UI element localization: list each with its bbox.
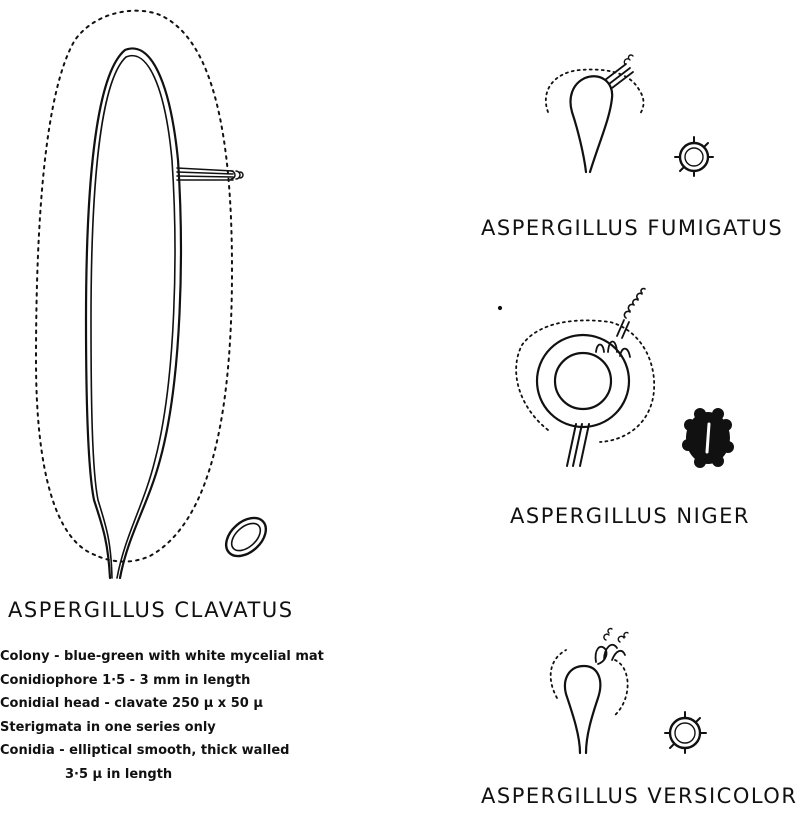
clavatus-drawing [36, 11, 273, 578]
description-line-conidia-length: 3·5 µ in length [0, 763, 324, 787]
fumigatus-drawing [546, 55, 713, 176]
versicolor-stipe [565, 666, 600, 753]
fumigatus-sterigmata [605, 64, 633, 88]
clavatus-description: Colony - blue-green with white mycelial … [0, 645, 324, 786]
clavatus-sterigmata [177, 168, 233, 180]
fumigatus-title: ASPERGILLUS FUMIGATUS [481, 216, 783, 240]
clavatus-conidia-chain [231, 171, 243, 179]
clavatus-dotted-outline [36, 11, 232, 562]
fumigatus-conidia-chain [624, 55, 633, 64]
niger-stray-dot [498, 306, 501, 309]
clavatus-conidium-inner [227, 518, 266, 556]
versicolor-conidium-inner [675, 723, 695, 743]
clavatus-head-outer [86, 48, 181, 578]
versicolor-drawing [551, 628, 706, 753]
niger-title: ASPERGILLUS NIGER [510, 504, 750, 528]
clavatus-conidium-outer [219, 510, 273, 563]
niger-vesicle [555, 353, 611, 409]
description-line-conidial-head: Conidial head - clavate 250 µ x 50 µ [0, 692, 324, 716]
niger-conidium-split [707, 424, 709, 452]
description-line-sterigmata: Sterigmata in one series only [0, 716, 324, 740]
versicolor-sterigmata [596, 645, 625, 664]
niger-drawing [498, 288, 734, 468]
description-line-conidiophore: Conidiophore 1·5 - 3 mm in length [0, 669, 324, 693]
versicolor-title: ASPERGILLUS VERSICOLOR [481, 784, 797, 808]
description-line-conidia: Conidia - elliptical smooth, thick walle… [0, 739, 324, 763]
fumigatus-conidium-spines [675, 137, 713, 176]
clavatus-title: ASPERGILLUS CLAVATUS [8, 598, 294, 622]
niger-head-outer [537, 335, 629, 427]
versicolor-conidia-chain [604, 628, 628, 642]
clavatus-head-inner [91, 56, 175, 578]
description-line-colony: Colony - blue-green with white mycelial … [0, 645, 324, 669]
fumigatus-conidium-inner [685, 148, 703, 166]
versicolor-dotted-outline [551, 650, 628, 716]
niger-conidia-chain [624, 288, 645, 318]
niger-stipe [567, 424, 589, 466]
fumigatus-stipe [571, 76, 613, 172]
